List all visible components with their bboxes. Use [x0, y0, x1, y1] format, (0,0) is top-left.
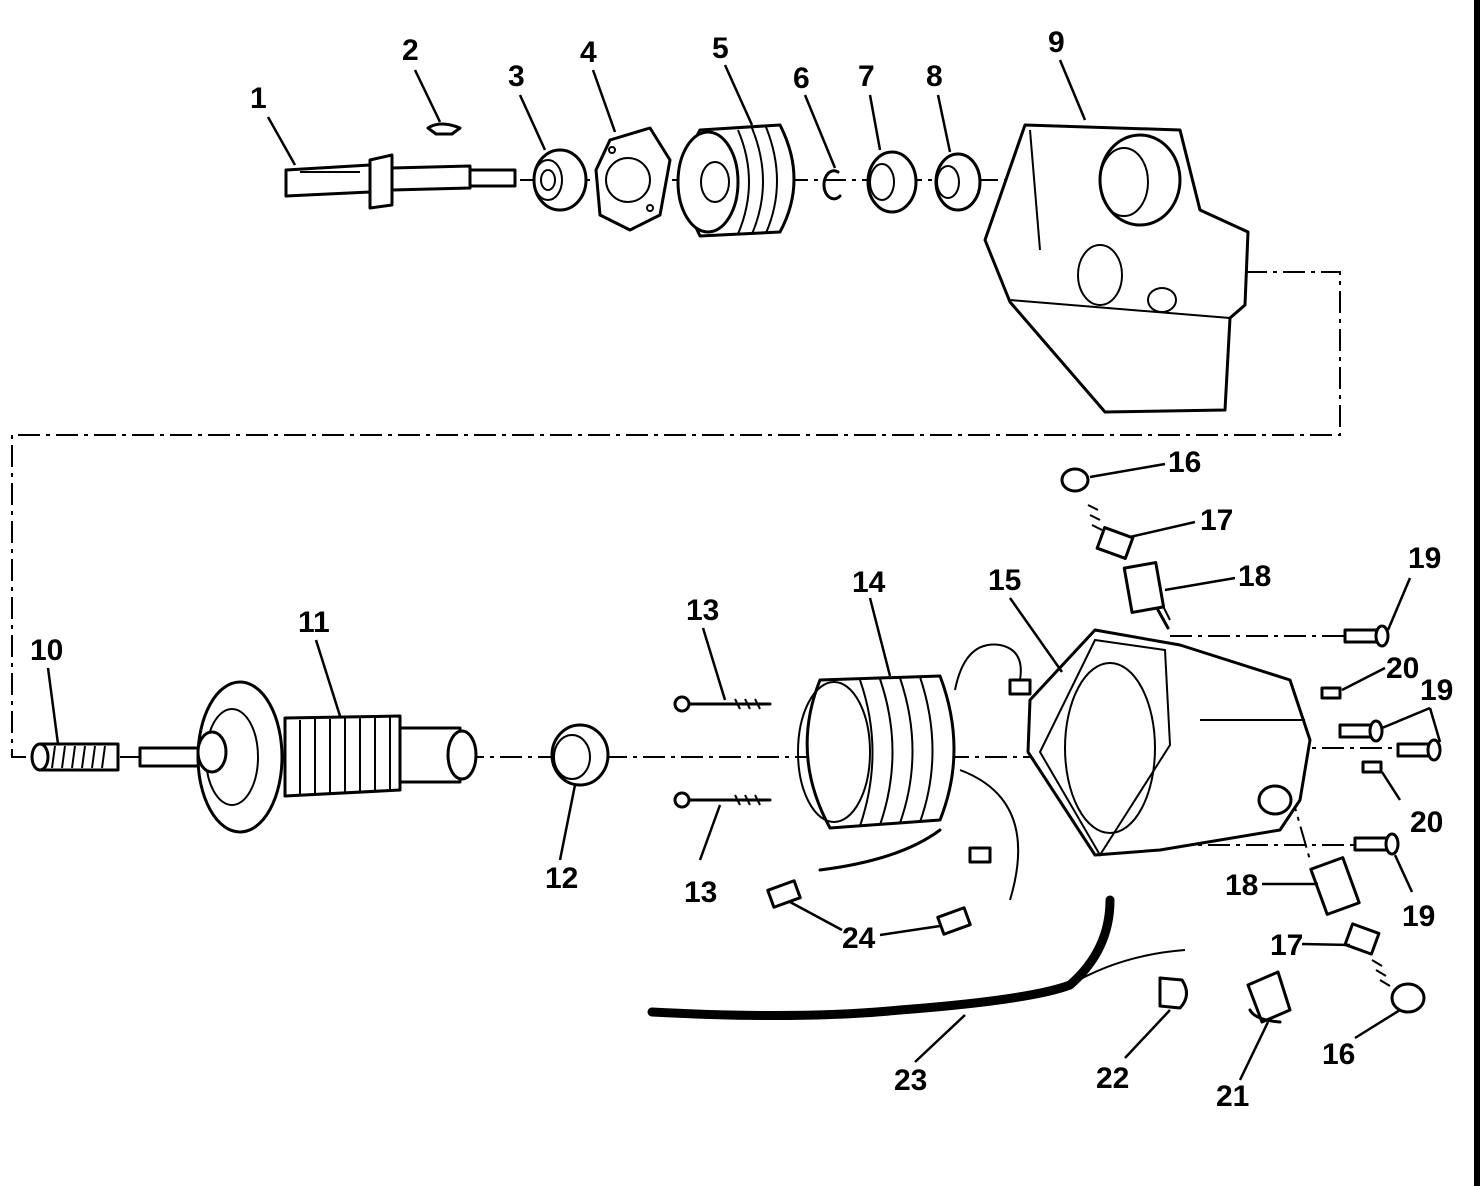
- part-label-23: 23: [894, 1064, 927, 1097]
- part-14-field-assembly: [797, 643, 1032, 901]
- right-edge-border: [1474, 0, 1480, 1186]
- part-label-14: 14: [852, 566, 886, 599]
- part-label-16-bottom: 16: [1322, 1038, 1355, 1071]
- part-8-bearing: [934, 152, 982, 212]
- part-19-screws: [1338, 624, 1442, 856]
- part-label-1: 1: [250, 82, 267, 115]
- part-5-pulley: [676, 123, 796, 238]
- part-label-20-bottom: 20: [1410, 806, 1443, 839]
- part-label-17-top: 17: [1200, 504, 1233, 537]
- part-16-brush-cap-top: [1060, 467, 1090, 493]
- part-16-brush-cap-bottom: [1390, 982, 1426, 1014]
- part-label-5: 5: [712, 32, 729, 65]
- part-label-2: 2: [402, 34, 419, 67]
- part-10-sleeve: [30, 742, 120, 772]
- part-20-set-screws: [1320, 686, 1383, 774]
- part-18-brush-holder-top: [1122, 561, 1170, 630]
- part-label-3: 3: [508, 60, 525, 93]
- part-24-screws: [766, 879, 972, 936]
- part-label-11: 11: [298, 606, 330, 639]
- part-2-key: [426, 122, 462, 136]
- part-1-spindle-shaft: [284, 153, 517, 210]
- part-label-19-bottom: 19: [1402, 900, 1435, 933]
- part-11-armature: [138, 680, 478, 834]
- part-label-20-top: 20: [1386, 652, 1419, 685]
- part-label-13-top: 13: [686, 594, 719, 627]
- part-label-15: 15: [988, 564, 1021, 597]
- part-13-screws: [673, 695, 772, 809]
- part-label-4: 4: [580, 36, 597, 69]
- part-label-19-top: 19: [1408, 542, 1441, 575]
- part-17-brush-top: [1087, 504, 1135, 560]
- part-label-9: 9: [1048, 26, 1065, 59]
- part-23-power-cord: [647, 895, 1186, 1021]
- part-label-7: 7: [858, 60, 875, 93]
- part-label-12: 12: [545, 862, 578, 895]
- part-label-21: 21: [1216, 1080, 1249, 1113]
- part-3-bearing: [532, 148, 588, 212]
- part-6-retaining-ring: [822, 169, 842, 201]
- part-label-13-bottom: 13: [684, 876, 717, 909]
- leader-lines: [46, 59, 1442, 1081]
- part-label-8: 8: [926, 60, 943, 93]
- part-label-22: 22: [1096, 1062, 1129, 1095]
- part-9-gear-housing: [983, 123, 1250, 414]
- part-21-strain-relief: [1246, 970, 1292, 1024]
- part-18-brush-holder-bottom: [1309, 856, 1361, 916]
- part-label-18-bottom: 18: [1225, 869, 1258, 902]
- part-label-24: 24: [842, 922, 876, 955]
- part-22-cord-clamp: [1158, 976, 1188, 1010]
- part-labels: 1 2 3 4 5 6 7 8 9 10 11 12 13 13 14 15 1…: [30, 26, 1453, 1113]
- part-label-18-top: 18: [1238, 560, 1271, 593]
- part-7-bearing: [866, 150, 918, 214]
- part-label-17-bottom: 17: [1270, 929, 1303, 962]
- part-label-6: 6: [793, 62, 810, 95]
- part-15-motor-housing: [1026, 628, 1312, 857]
- part-4-bearing-plate: [594, 126, 672, 232]
- part-label-10: 10: [30, 634, 63, 667]
- part-17-brush-bottom: [1343, 922, 1391, 987]
- part-12-bearing-cap: [550, 723, 610, 787]
- part-label-19-middle: 19: [1420, 674, 1453, 707]
- part-label-16-top: 16: [1168, 446, 1201, 479]
